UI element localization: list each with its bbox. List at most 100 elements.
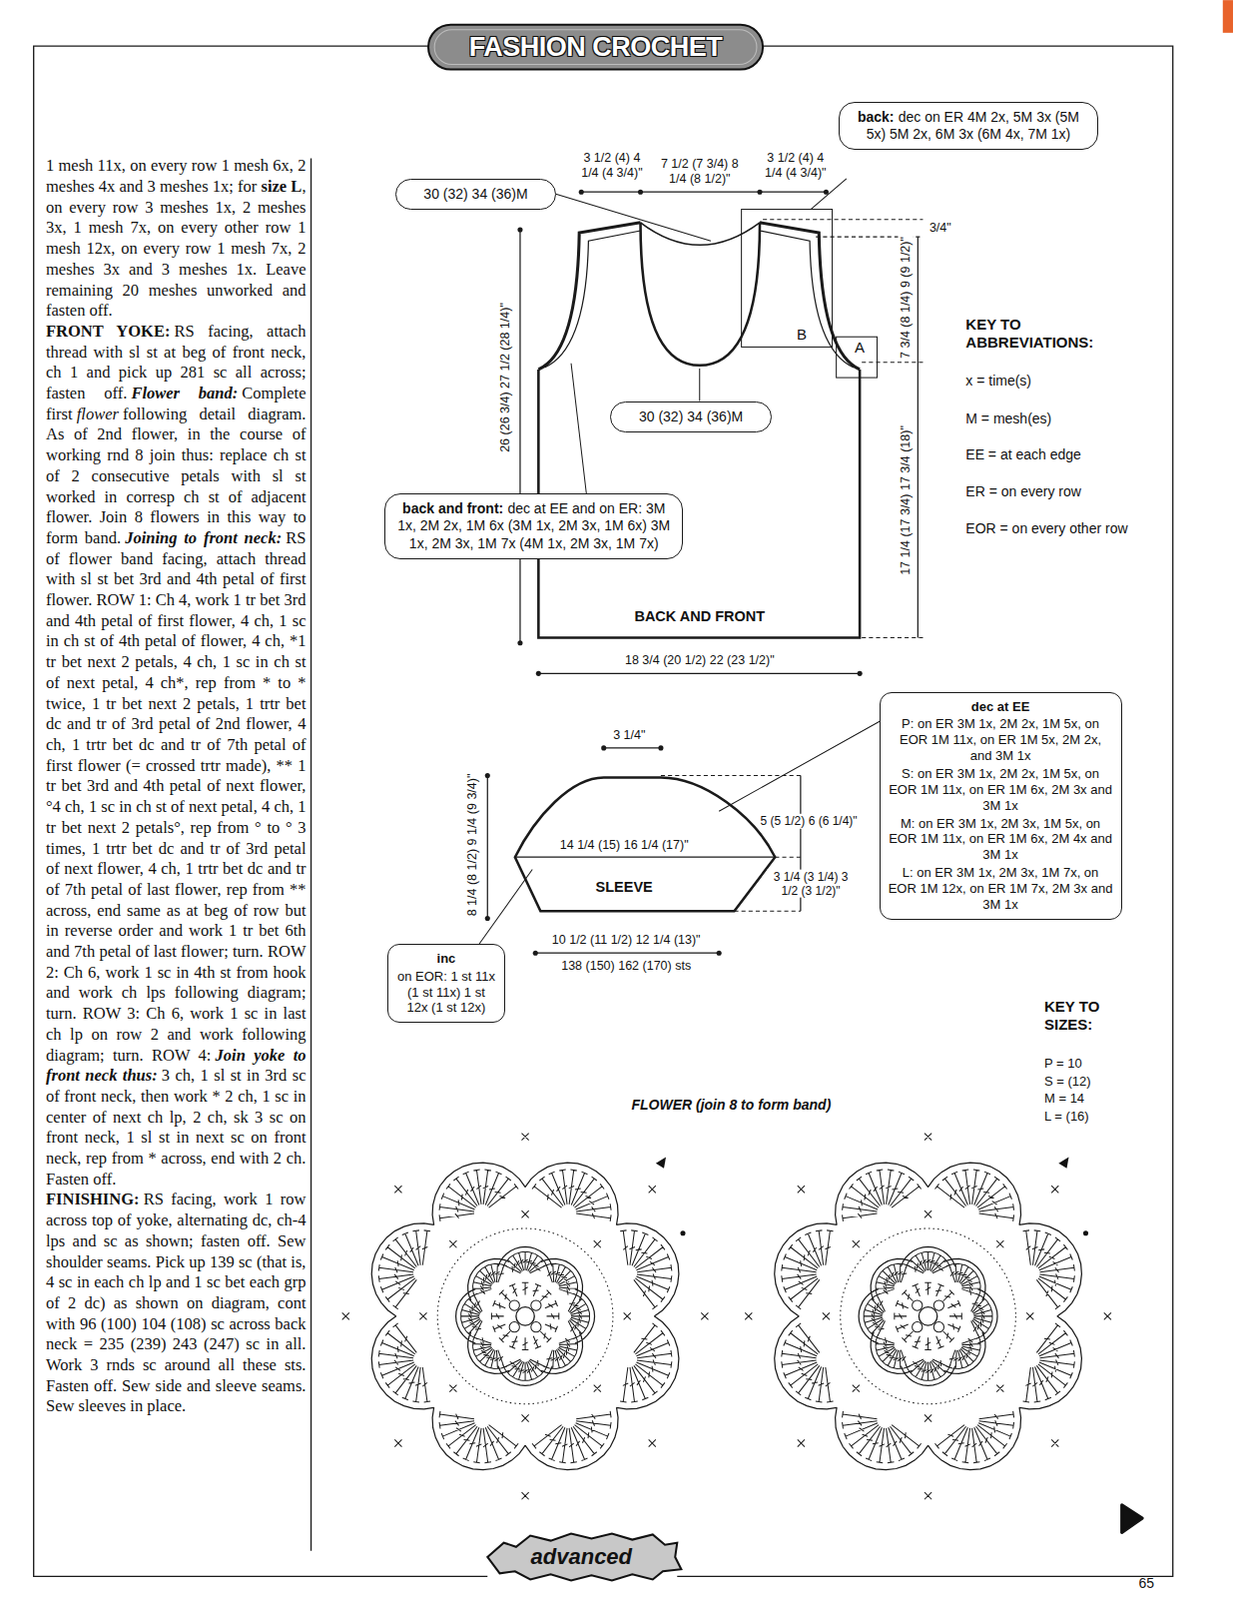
instruction-text: following detail diagram. As of 2nd flow… [45,404,307,548]
dimension-dots [485,189,863,956]
dimension-label: 3/4" [927,219,954,235]
level-badge-text: advanced [529,1543,635,1570]
instruction-text: Flower band: [130,383,238,403]
join-dot [1083,1230,1089,1235]
dimension-label: 14 1/4 (15) 16 1/4 (17)" [558,836,691,852]
box-text: L: on ER 3M 1x, 2M 3x, 1M 7x, on EOR 1M … [888,864,1114,913]
join-marker [1058,1157,1069,1169]
callout-box: 30 (32) 34 (36)M [610,401,772,433]
chain-arcs [774,1162,1083,1470]
sleeve-outline [515,777,775,912]
title-banner-inner [434,29,757,65]
box-heading: back: [857,108,895,125]
key-entry: M = mesh(es) [963,409,1054,427]
dimension-label: 5 (5 1/2) 6 (6 1/4)" [758,813,860,828]
detail-letter: A [852,338,867,357]
stitch-symbols [342,1133,709,1500]
column-rule [310,157,312,1550]
dimension-label: 3 1/2 (4) 4 1/4 (4 3/4)" [578,150,645,181]
key-entry: EOR = on every other row [963,520,1130,538]
dimension-dot [756,189,762,195]
chain-loop [509,1299,520,1310]
box-text: dec on ER 4M 2x, 5M 3x (5M 5x) 5M 2x, 6M… [866,108,1080,142]
box-text: P: on ER 3M 1x, 2M 2x, 1M 5x, on EOR 1M … [888,715,1114,764]
banner-title: FASHION CROCHET [469,31,723,63]
dimension-dot [517,639,523,645]
chain-loop [509,1321,520,1332]
flower-chart [744,1133,1112,1500]
instruction-paragraph: FRONT YOKE:RS facing, attach thread with… [45,321,307,1191]
instruction-text: size L [260,176,302,196]
dimension-dot [601,744,607,750]
instruction-text: FINISHING: [45,1189,140,1209]
instruction-text: flower [76,404,119,424]
chart-caption: FLOWER (join 8 to form band) [628,1096,833,1114]
dimension-dot [485,772,491,778]
instruction-column: 1 mesh 11x, on every row 1 mesh 6x, 2 me… [45,155,307,1417]
dimension-dot [579,189,585,195]
stitch-symbols [744,1133,1112,1500]
instruction-text: FRONT YOKE: [45,321,170,341]
page-number: 65 [1136,1574,1157,1592]
chain-loop [933,1321,944,1332]
instruction-paragraph: 1 mesh 11x, on every row 1 mesh 6x, 2 me… [45,155,307,322]
chain-loop [912,1299,923,1310]
flower-charts [342,1133,1112,1500]
instruction-paragraph: FINISHING:RS facing, work 1 row across t… [45,1189,307,1417]
dimension-label: 3 1/4 (3 1/4) 3 1/2 (3 1/2)" [766,868,855,898]
key-heading: KEY TO ABBREVIATIONS: [963,315,1121,352]
callout-box: incon EOR: 1 st 11x (1 st 11x) 1 st 12x … [387,943,506,1023]
join-marker [655,1157,666,1169]
key-entry: EE = at each edge [963,445,1084,463]
detail-frame-b [741,209,833,348]
dimension-line [487,191,918,953]
key-entry: x = time(s) [963,372,1034,390]
chain-loop [933,1299,944,1310]
detail-letter: B [794,325,809,344]
piece-name: SLEEVE [594,878,655,896]
dimension-label: 26 (26 3/4) 27 1/2 (28 1/4)" [497,300,513,455]
dimension-dot [716,950,722,956]
dimension-label: 18 3/4 (20 1/2) 22 (23 1/2)" [622,651,777,667]
box-heading: dec at EE [888,698,1114,715]
key-entry: P = 10 [1042,1056,1085,1073]
chain-loop [531,1321,542,1332]
box-text: 30 (32) 34 (36)M [618,408,763,426]
instruction-text: Joining to front neck: [124,528,282,548]
dimension-label: 8 1/4 (8 1/2) 9 1/4 (9 3/4)" [465,770,481,918]
page-turn-arrow [1122,1504,1143,1533]
dimension-label: 10 1/2 (11 1/2) 12 1/4 (13)" [550,931,703,947]
instruction-text: RS of flower band facing, attach thread … [45,528,307,1065]
dimension-label: 7 3/4 (8 1/4) 9 (9 1/2)" [898,234,914,361]
dimension-label: 3 1/2 (4) 4 1/4 (4 3/4)" [761,150,829,181]
key-entry: L = (16) [1042,1108,1092,1125]
leader-line [479,178,884,944]
callout-box: 30 (32) 34 (36)M [395,178,556,210]
dimension-dot [823,189,829,195]
edge-tab [1223,0,1233,33]
page-border [33,45,1174,1576]
center-ring [918,1306,937,1325]
detail-frame-a [836,336,878,378]
dimension-label: 138 (150) 162 (170) sts [559,958,693,974]
center-ring [516,1306,535,1325]
sleeve-width-line [515,856,775,858]
dimension-dot [637,189,643,195]
join-dot [679,1230,685,1235]
box-heading: inc [396,950,497,967]
dimension-dot [517,226,523,232]
chain-loop [912,1321,923,1332]
key-entry: ER = on every row [963,483,1084,501]
armhole-left [538,222,640,370]
piece-name: BACK AND FRONT [631,608,767,625]
instruction-text: , on every row 3 meshes 1x, 2 meshes 3x,… [45,176,307,320]
instruction-text: RS facing, work 1 row across top of yoke… [45,1189,307,1415]
key-heading: KEY TO SIZES: [1042,997,1129,1034]
dimension-label: 17 1/4 (17 3/4) 17 3/4 (18)" [898,423,914,578]
dimension-label: 7 1/2 (7 3/4) 8 1/4 (8 1/2)" [648,156,751,187]
key-entry: S = (12) [1042,1073,1094,1090]
box-text: S: on ER 3M 1x, 2M 2x, 1M 5x, on EOR 1M … [888,765,1114,814]
flower-chart [342,1133,709,1500]
box-text: M: on ER 3M 1x, 2M 3x, 1M 5x, on EOR 1M … [888,815,1114,864]
